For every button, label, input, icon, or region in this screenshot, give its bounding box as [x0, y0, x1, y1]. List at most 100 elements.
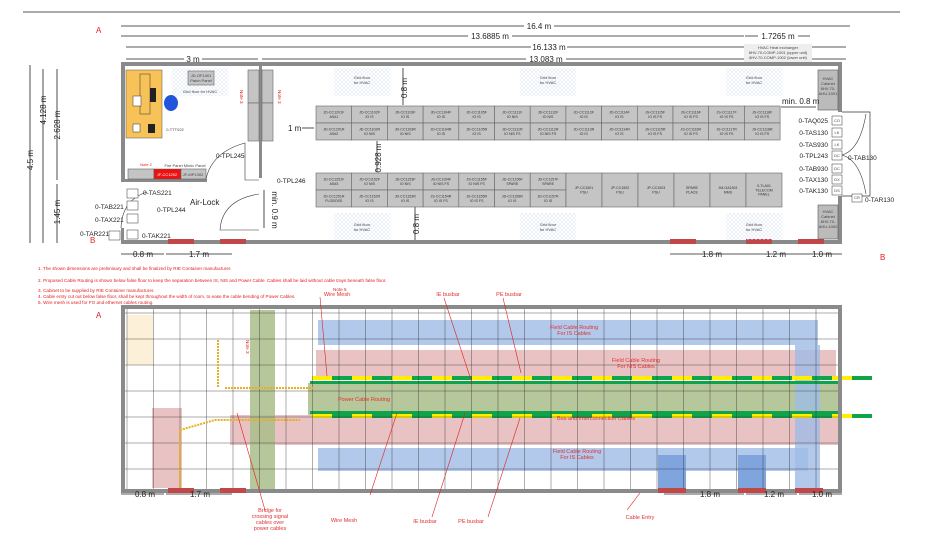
pe-busbar-segment: [532, 414, 552, 418]
cabinet-label: JS-CC1116F: [681, 111, 702, 115]
chair-icon: [164, 95, 178, 111]
pe-busbar-label-bottom: PE busbar: [458, 519, 484, 525]
pe-busbar-segment: [752, 376, 772, 380]
device-box-cr: CR: [854, 195, 860, 200]
dim-hvac: 1.7265 m: [761, 32, 795, 41]
cabinet-label: JD-CC1105R: [466, 128, 488, 132]
airlock-label: Air-Lock: [190, 198, 220, 207]
dim-aisle-top: 0.8 m: [400, 78, 409, 98]
pe-busbar-segment: [432, 376, 452, 380]
pe-busbar-segment: [332, 376, 352, 380]
dim-aisle-bottom: 0.8 m: [412, 214, 421, 234]
power-routing: [308, 383, 840, 415]
cabinet-label: MMS: [724, 191, 733, 195]
note2-label: Note 2: [140, 162, 153, 167]
pe-busbar-label: PE busbar: [496, 292, 522, 298]
cabinet-label: 0-TLA01: [757, 184, 771, 188]
svg-text:JF-CC1202: JF-CC1202: [157, 172, 178, 177]
pe-busbar-segment: [672, 414, 692, 418]
grid-floor-label: for HVAC: [354, 227, 371, 232]
cabinet-label: IO IS: [473, 115, 482, 119]
pe-busbar-segment: [392, 376, 412, 380]
cabinet-label: JD-CC1152R: [359, 195, 381, 199]
cabinet-label: JD-CC1157F: [538, 178, 560, 182]
pe-busbar-segment: [672, 376, 692, 380]
pe-busbar-segment: [572, 414, 592, 418]
pe-busbar-segment: [612, 414, 632, 418]
cabinet-label: JD-CC1152F: [359, 178, 381, 182]
ie-busbar-label-bottom: IE busbar: [413, 519, 437, 525]
cabinet-label: JD-CC1102F: [359, 111, 381, 115]
door-swing-airlock: [205, 142, 259, 181]
device-tag: DS0-TAK130: [799, 185, 843, 196]
grid-floor-label: for HVAC: [540, 227, 557, 232]
note5-label: Note 5: [333, 287, 347, 292]
pe-busbar-segment: [452, 414, 472, 418]
cabinet-label: IO IS FS: [648, 132, 662, 136]
section-mark-b-left: B: [90, 236, 95, 245]
hvac-cabinet-1: [817, 69, 839, 111]
note-4: 4. Cable entry cut out below false floor…: [38, 294, 295, 299]
pe-busbar-segment: [852, 376, 872, 380]
wire-mesh-label-bottom: Wire Mesh: [331, 518, 357, 524]
cabinet-label: JD-CC1102R: [359, 128, 381, 132]
bridge-label: crossing signal: [252, 514, 288, 520]
pe-busbar-segment: [492, 414, 512, 418]
dim-aisle-mid: 0.928 m: [374, 143, 383, 172]
svg-text:JD-OF1401: JD-OF1401: [191, 73, 212, 78]
cabinet-label: IO NIS: [507, 115, 518, 119]
note3-label: Note 3: [239, 90, 244, 104]
cabinet-label: JD-CC1103F: [395, 111, 417, 115]
dim-height-total: 4.5 m: [26, 150, 35, 170]
cabinet-label: IO IS FS: [720, 132, 734, 136]
pe-busbar-segment: [512, 414, 532, 418]
hvac-hx-label-2: 8HV-70-COMP-1001 (upper unit): [749, 50, 808, 55]
cabinet-label: IO IS: [401, 115, 410, 119]
cabinet-label: JD-CC1156R: [502, 195, 524, 199]
dim-main-room: 13.083 m: [529, 55, 563, 64]
cabinet-label: JD-CC1112F: [538, 111, 559, 115]
cabinet-label: JD-CC1114F: [609, 111, 630, 115]
device-tag: LK0-TAS930: [799, 139, 843, 150]
cabinet-label: JD-CC1157R: [537, 195, 559, 199]
pe-busbar-segment: [472, 414, 492, 418]
device-tag-label: 0-TAQ025: [798, 118, 828, 125]
dim-total: 16.4 m: [527, 22, 552, 31]
wire-mesh-route: [179, 340, 315, 490]
pe-busbar-segment: [492, 376, 512, 380]
pe-busbar-segment: [552, 376, 572, 380]
pe-busbar-segment: [732, 376, 752, 380]
grid-floor-label: for HVAC: [746, 227, 763, 232]
note3-label: Note 3: [277, 90, 282, 104]
cabinet-label: SPARE: [686, 186, 699, 190]
is-bottom-label: For IS Cables: [560, 455, 594, 461]
note3-label: Note 3: [245, 340, 250, 354]
dim-inner-b: 16.133 m: [532, 43, 566, 52]
pe-busbar-segment: [392, 414, 412, 418]
cabinet-label: JD-CC1104F: [431, 111, 453, 115]
grid-floor-label: for HVAC: [354, 80, 371, 85]
cabinet-label: IO NIS: [364, 182, 375, 186]
pe-busbar-segment: [812, 414, 832, 418]
cabinet-label: IO IS FS: [684, 132, 698, 136]
pe-busbar-segment: [712, 414, 732, 418]
tag-tpl246: 0-TPL246: [277, 178, 306, 185]
cabinet-label: IO NIS: [364, 132, 375, 136]
cabinet-label: IO NIS FS: [433, 182, 450, 186]
pe-busbar-segment: [752, 414, 772, 418]
cabinet-label: JS-CC1117F: [716, 111, 737, 115]
